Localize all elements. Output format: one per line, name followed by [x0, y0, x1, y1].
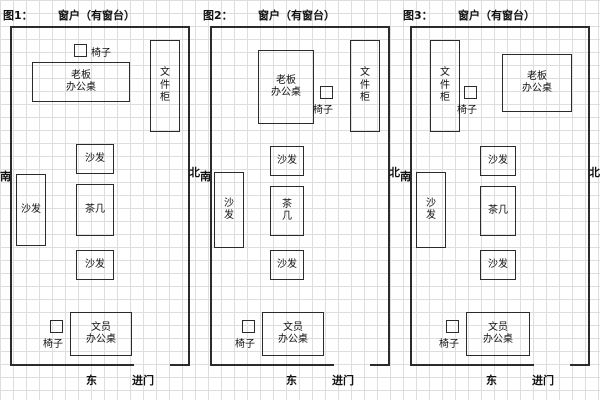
compass-south: 南: [200, 170, 211, 183]
compass-east: 东: [486, 374, 497, 387]
window-label: 窗户（有窗台）: [258, 9, 335, 22]
floorplan-panel-2: 图2： 窗户（有窗台） 老板 办公桌 椅子 文 件 柜 沙发 茶 几 沙发 沙 …: [200, 0, 400, 400]
entrance-label: 进门: [132, 374, 154, 387]
sofa-middle-bottom: 沙发: [270, 250, 304, 280]
compass-north: 北: [389, 166, 400, 179]
chair-square: [242, 320, 255, 333]
chair-square: [320, 86, 333, 99]
chair-label: 椅子: [91, 48, 111, 59]
room-outline: 椅子 老板 办公桌 文 件 柜 沙发 茶几 沙发 沙发 椅子 文员 办公桌: [10, 26, 190, 366]
chair-square: [446, 320, 459, 333]
file-cabinet: 文 件 柜: [430, 40, 460, 132]
chair-label: 椅子: [235, 339, 255, 350]
clerk-desk: 文员 办公桌: [70, 312, 132, 356]
compass-north: 北: [589, 166, 600, 179]
clerk-desk: 文员 办公桌: [262, 312, 324, 356]
chair-square: [50, 320, 63, 333]
boss-desk: 老板 办公桌: [32, 62, 130, 102]
tea-table: 茶几: [480, 186, 516, 236]
figure-title: 图2：: [203, 9, 233, 22]
bottom-wall-right-segment: [570, 364, 590, 366]
sofa-middle-top: 沙发: [480, 146, 516, 176]
bottom-wall-left-segment: [410, 364, 534, 366]
clerk-desk: 文员 办公桌: [466, 312, 530, 356]
bottom-wall-left-segment: [210, 364, 334, 366]
sofa-middle-bottom: 沙发: [480, 250, 516, 280]
chair-label: 椅子: [43, 339, 63, 350]
boss-desk: 老板 办公桌: [258, 50, 314, 124]
sofa-left: 沙 发: [214, 172, 244, 248]
chair-label: 椅子: [439, 339, 459, 350]
compass-south: 南: [0, 170, 11, 183]
tea-table: 茶 几: [270, 186, 304, 236]
compass-east: 东: [286, 374, 297, 387]
floorplan-panel-1: 图1： 窗户（有窗台） 椅子 老板 办公桌 文 件 柜 沙发 茶几 沙发 沙发 …: [0, 0, 200, 400]
entrance-label: 进门: [532, 374, 554, 387]
boss-desk: 老板 办公桌: [502, 54, 572, 112]
file-cabinet: 文 件 柜: [150, 40, 180, 132]
figure-title: 图3：: [403, 9, 433, 22]
chair-label: 椅子: [313, 105, 333, 116]
file-cabinet: 文 件 柜: [350, 40, 380, 132]
chair-label: 椅子: [457, 105, 477, 116]
sofa-left: 沙 发: [416, 172, 446, 248]
chair-square: [74, 44, 87, 57]
floorplan-panel-3: 图3： 窗户（有窗台） 文 件 柜 椅子 老板 办公桌 沙发 茶几 沙发 沙 发…: [400, 0, 600, 400]
bottom-wall-left-segment: [10, 364, 134, 366]
chair-square: [464, 86, 477, 99]
compass-north: 北: [189, 166, 200, 179]
window-label: 窗户（有窗台）: [458, 9, 535, 22]
sofa-left: 沙发: [16, 174, 46, 246]
figure-title: 图1：: [3, 9, 33, 22]
room-outline: 老板 办公桌 椅子 文 件 柜 沙发 茶 几 沙发 沙 发 椅子 文员 办公桌: [210, 26, 390, 366]
compass-east: 东: [86, 374, 97, 387]
room-outline: 文 件 柜 椅子 老板 办公桌 沙发 茶几 沙发 沙 发 椅子 文员 办公桌: [410, 26, 590, 366]
bottom-wall-right-segment: [370, 364, 390, 366]
tea-table: 茶几: [76, 184, 114, 236]
sofa-middle-bottom: 沙发: [76, 250, 114, 280]
sofa-middle-top: 沙发: [76, 144, 114, 174]
bottom-wall-right-segment: [170, 364, 190, 366]
compass-south: 南: [400, 170, 411, 183]
window-label: 窗户（有窗台）: [58, 9, 135, 22]
sofa-middle-top: 沙发: [270, 146, 304, 176]
entrance-label: 进门: [332, 374, 354, 387]
